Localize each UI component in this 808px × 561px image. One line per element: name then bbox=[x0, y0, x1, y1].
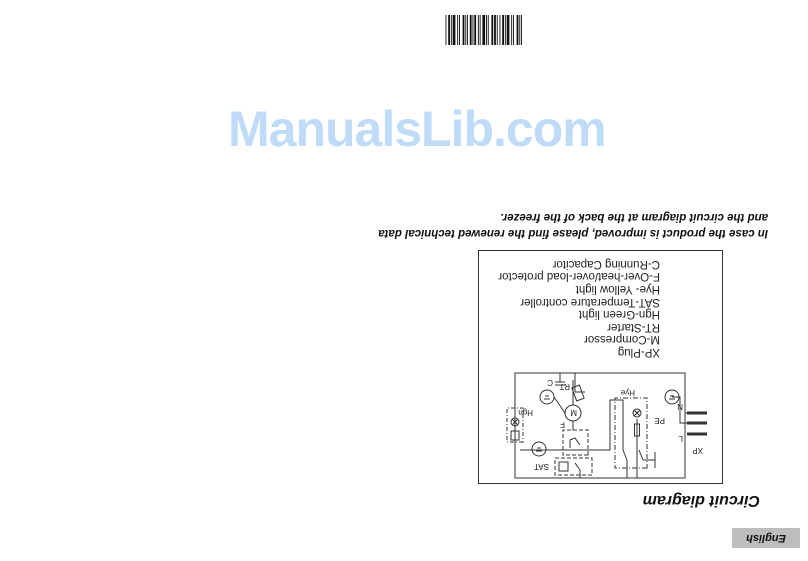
barcode-bar bbox=[496, 15, 498, 45]
barcode-bar bbox=[467, 15, 468, 45]
section-title: Circuit diagram bbox=[642, 492, 760, 509]
legend-item: SAT-Temperature controller bbox=[520, 295, 660, 308]
language-tab: English bbox=[732, 528, 800, 548]
label-sat: SAT bbox=[534, 462, 549, 471]
barcode-bar bbox=[452, 15, 456, 45]
improvement-note: In case the product is improved, please … bbox=[378, 209, 768, 241]
legend-item: C-Running Capacitor bbox=[552, 257, 660, 270]
thermostat-box bbox=[554, 457, 593, 476]
note-line-1: In case the product is improved, please … bbox=[378, 227, 768, 239]
barcode-bar bbox=[511, 15, 513, 45]
legend-item: M-Compressor bbox=[583, 333, 660, 346]
barcode bbox=[445, 15, 522, 45]
label-f: F bbox=[560, 420, 565, 429]
overload-protector-box bbox=[562, 429, 589, 456]
barcode-bar bbox=[506, 15, 510, 45]
label-c: C bbox=[547, 378, 553, 387]
green-lamp-icon bbox=[510, 417, 520, 427]
barcode-bar bbox=[513, 15, 514, 45]
barcode-bar bbox=[482, 15, 486, 45]
green-light-box bbox=[506, 407, 524, 443]
yellow-lamp-icon bbox=[632, 408, 642, 418]
label-rt: RT bbox=[559, 382, 570, 391]
door-switch-box bbox=[614, 397, 648, 469]
label-pe: PE bbox=[654, 416, 665, 425]
barcode-bar bbox=[462, 15, 465, 45]
barcode-bar bbox=[487, 15, 489, 45]
barcode-bar bbox=[502, 15, 504, 45]
watermark-logo: ManualsLib.com bbox=[228, 101, 607, 157]
barcode-bar bbox=[491, 15, 494, 45]
label-hye: Hye bbox=[620, 388, 635, 397]
barcode-bar bbox=[445, 15, 447, 45]
barcode-bar bbox=[486, 15, 487, 45]
ground-icon bbox=[531, 441, 547, 457]
barcode-bar bbox=[474, 15, 477, 45]
label-hgn: Hgn bbox=[518, 408, 533, 417]
legend-item: RT-Starter bbox=[607, 320, 660, 333]
barcode-bar bbox=[465, 15, 467, 45]
barcode-bar bbox=[519, 15, 521, 45]
legend-list: XP-Plug M-Compressor RT-Starter Hgn-Gree… bbox=[498, 257, 660, 358]
barcode-bar bbox=[477, 15, 479, 45]
barcode-bar bbox=[472, 15, 474, 45]
barcode-bar bbox=[504, 15, 506, 45]
label-xp: XP bbox=[692, 446, 703, 455]
legend-item: F-Over-heat/over-load protector bbox=[498, 270, 660, 283]
barcode-bar bbox=[459, 15, 460, 45]
barcode-bar bbox=[516, 15, 519, 45]
note-line-2: and the circuit diagram at the back of t… bbox=[500, 211, 768, 223]
starter-ptc bbox=[571, 384, 585, 402]
label-m: M bbox=[570, 408, 577, 417]
ground-icon bbox=[539, 389, 555, 405]
barcode-bar bbox=[479, 15, 481, 45]
label-n: N bbox=[677, 402, 683, 411]
legend-item: Hye- Yellow light bbox=[575, 283, 660, 296]
label-l: L bbox=[678, 434, 683, 443]
legend-item: XP-Plug bbox=[617, 346, 660, 358]
barcode-bar bbox=[499, 15, 501, 45]
circuit-diagram: XP L N PE Hye M F SAT Hgn C RT bbox=[506, 372, 707, 479]
barcode-bar bbox=[448, 15, 450, 45]
barcode-bar bbox=[521, 15, 522, 45]
barcode-bar bbox=[457, 15, 459, 45]
barcode-bar bbox=[494, 15, 496, 45]
barcode-bar bbox=[450, 15, 452, 45]
legend-item: Hgn-Green light bbox=[578, 308, 660, 321]
barcode-bar bbox=[469, 15, 472, 45]
ground-icon bbox=[664, 389, 680, 405]
